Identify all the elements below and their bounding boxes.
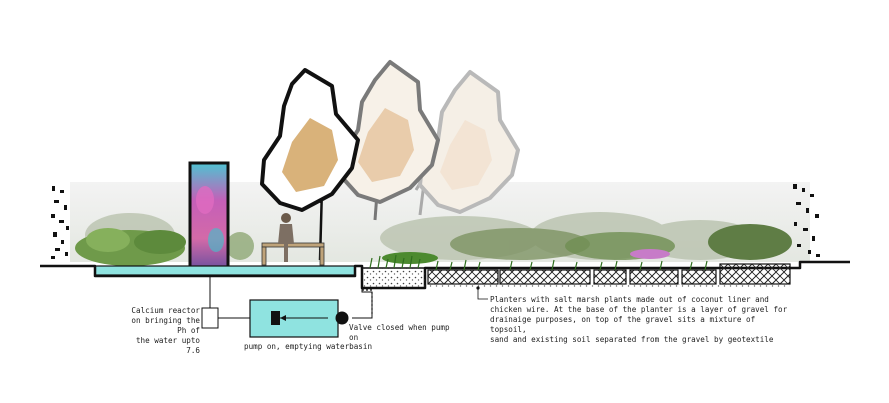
arrow-icon	[280, 315, 286, 321]
dotted-pipe	[362, 289, 373, 316]
pump-note: pump on, emptying waterbasin	[244, 342, 373, 351]
planter-note: Planters with salt marsh plants made out…	[490, 295, 788, 344]
planter-section	[361, 254, 791, 289]
water-basin	[94, 265, 356, 276]
valve-note: Valve closed when pump on	[349, 323, 450, 342]
tree-outline-icon	[260, 68, 360, 261]
tree-outline-icon	[338, 60, 440, 221]
grasses-right	[382, 224, 792, 264]
planter-leader	[476, 286, 488, 300]
water-column	[188, 161, 230, 273]
pump-icon	[271, 311, 280, 325]
person-icon	[278, 213, 294, 262]
calcium-reactor-note: Calcium reactor on bringing the Ph of th…	[131, 306, 200, 355]
calcium-reactor-box-icon	[201, 307, 219, 329]
shrubs-left	[75, 228, 254, 266]
tree-outline-icon	[414, 70, 520, 216]
right-wall	[793, 184, 820, 257]
valve-icon	[335, 311, 349, 325]
left-wall	[51, 186, 69, 259]
